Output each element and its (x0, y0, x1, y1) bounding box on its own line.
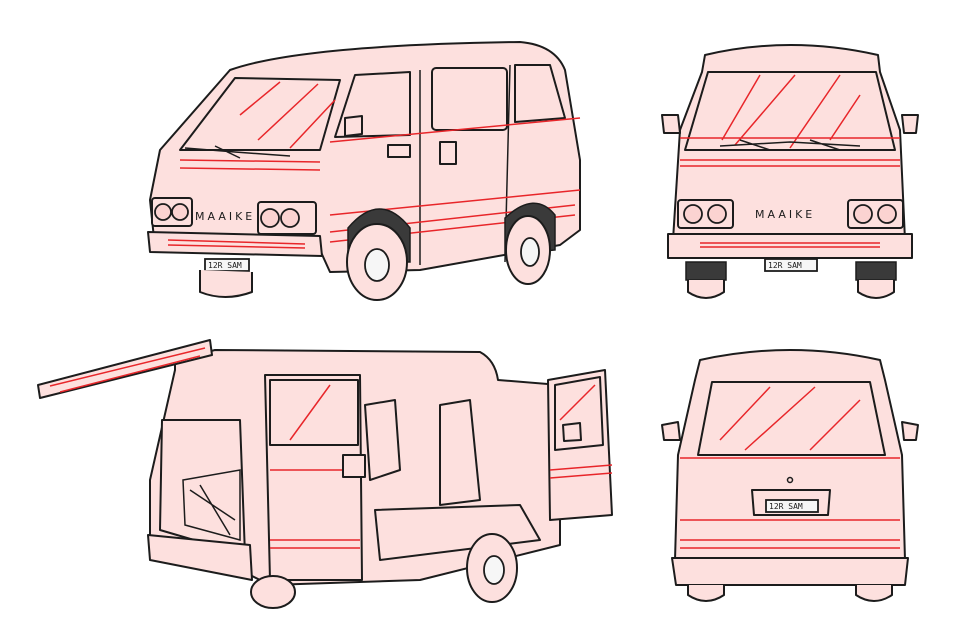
side-window-middle (431, 67, 508, 131)
door-window (269, 379, 359, 446)
side-mirror (344, 115, 363, 137)
right-wheel (855, 585, 893, 602)
windshield (684, 71, 896, 151)
license-plate: 12R SAM (769, 502, 803, 511)
van-front-view: MAAIKE 12R SAM (661, 44, 919, 299)
van-front-three-quarter-view: MAAIKE 12R SAM (147, 41, 581, 301)
front-bumper (667, 233, 913, 259)
license-plate: 12R SAM (768, 261, 802, 270)
cargo-area (159, 419, 246, 556)
right-wheel (857, 280, 895, 299)
rear-hatch-open (37, 339, 213, 399)
rear-bumper (147, 534, 253, 581)
rear-window (697, 381, 886, 456)
front-bumper (147, 231, 323, 257)
license-plate-frame (764, 258, 818, 272)
left-wheel (687, 280, 725, 299)
license-plate-frame (204, 258, 250, 272)
windshield (179, 77, 341, 151)
sliding-door-handle (439, 141, 457, 165)
brand-badge: MAAIKE (755, 208, 815, 221)
van-doors-open-view (37, 339, 613, 609)
side-mirror (562, 422, 582, 442)
right-mirror (901, 114, 919, 134)
rear-bumper (671, 557, 909, 586)
license-plate: 12R SAM (208, 261, 242, 270)
brand-badge: MAAIKE (195, 210, 255, 223)
door-handle (387, 144, 411, 158)
floor (374, 504, 541, 561)
left-wheel (687, 585, 725, 602)
van-rear-view: 12R SAM (661, 349, 919, 602)
left-mirror (661, 421, 681, 441)
side-window-rear (514, 64, 566, 123)
door-handle (342, 454, 366, 478)
right-mirror (901, 421, 919, 441)
license-plate-frame (765, 499, 819, 513)
rear-seat (439, 399, 481, 506)
rear-wheel (250, 575, 296, 609)
front-seat (364, 399, 401, 481)
left-mirror (661, 114, 681, 134)
